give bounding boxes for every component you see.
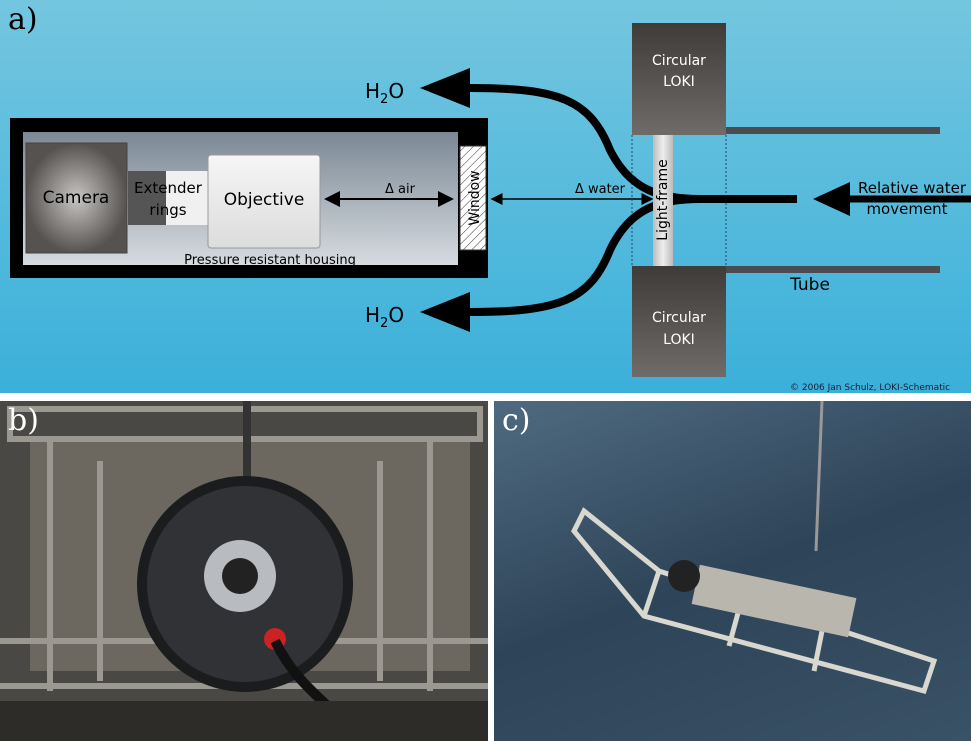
window-label: Window <box>467 170 483 225</box>
panel-c-photo: c) <box>494 401 971 741</box>
relative-water-label-2: movement <box>866 200 947 218</box>
light-frame <box>653 135 673 266</box>
camera <box>25 142 128 254</box>
loki-bottom-label-2: LOKI <box>663 332 695 348</box>
panel-b-photo: b) <box>0 401 488 741</box>
copyright: © 2006 Jan Schulz, LOKI-Schematic <box>790 383 950 393</box>
objective-label: Objective <box>224 190 305 210</box>
h2o-bottom-label: H2O <box>365 303 404 331</box>
circular-loki-bottom <box>632 266 726 377</box>
panel-c-label: c) <box>502 403 531 438</box>
panel-a-schematic: Window Camera Extender rings Objective Δ… <box>0 0 971 393</box>
extender-rings <box>128 171 166 225</box>
h2o-arrow-top <box>420 68 470 108</box>
camera-label: Camera <box>43 188 110 208</box>
loki-top-label-1: Circular <box>652 53 706 69</box>
tube-bottom-wall <box>726 266 940 273</box>
tube-top-wall <box>726 127 940 134</box>
window <box>459 145 487 251</box>
panel-b-label: b) <box>8 403 39 438</box>
objective <box>207 154 321 249</box>
h2o-top-label: H2O <box>365 79 404 107</box>
loki-schematic: Window Camera Extender rings Objective Δ… <box>10 23 971 393</box>
housing-label: Pressure resistant housing <box>184 253 356 268</box>
loki-bottom-label-1: Circular <box>652 310 706 326</box>
delta-water-label: Δ water <box>575 182 626 197</box>
delta-air-label: Δ air <box>385 182 416 197</box>
light-frame-label: Light-frame <box>655 159 671 241</box>
h2o-arrow-bottom <box>420 292 470 332</box>
tube-label: Tube <box>789 275 830 295</box>
extender-label-1: Extender <box>134 179 203 197</box>
loki-deployment-photo <box>571 401 938 695</box>
extender-label-2: rings <box>149 201 186 219</box>
loki-lab-photo <box>0 401 488 741</box>
relative-water-label-1: Relative water <box>858 179 967 197</box>
loki-top-label-2: LOKI <box>663 74 695 90</box>
panel-a-label: a) <box>8 2 38 37</box>
circular-loki-top <box>632 23 726 135</box>
